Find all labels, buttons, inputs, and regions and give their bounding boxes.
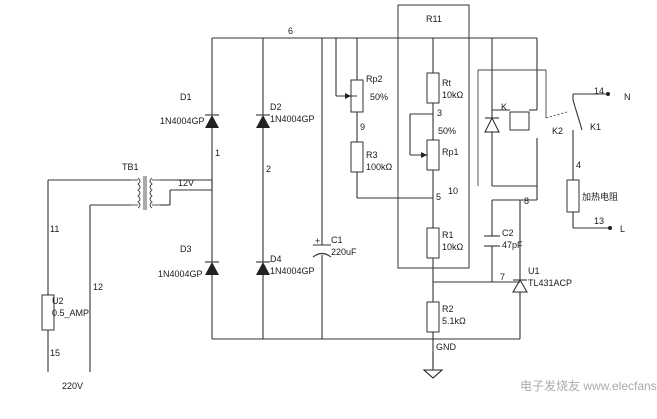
rt-value: 10kΩ <box>442 90 464 100</box>
d2-ref: D2 <box>270 102 282 112</box>
diode-d2-symbol <box>256 114 270 128</box>
net-7: 7 <box>500 272 505 282</box>
net-3: 3 <box>437 108 442 118</box>
r2-ref: R2 <box>442 304 454 314</box>
resistor-r3-symbol <box>350 141 364 173</box>
mains-label: 220V <box>62 381 83 391</box>
net-numbers: 6 1 2 3 9 10 5 8 7 4 14 13 11 12 15 <box>50 26 604 358</box>
gnd-label: GND <box>436 342 457 352</box>
resistor-r1-symbol <box>426 227 440 259</box>
rt-ref: Rt <box>442 78 451 88</box>
ground-icon <box>422 369 444 379</box>
u1-part: TL431ACP <box>528 278 572 288</box>
tb1-ref: TB1 <box>122 162 139 172</box>
net-13: 13 <box>594 216 604 226</box>
d3-part: 1N4004GP <box>158 269 203 279</box>
tb1-secondary: 12V <box>178 178 194 188</box>
r3-value: 100kΩ <box>366 162 393 172</box>
d1-ref: D1 <box>180 92 192 102</box>
terminal-l-label: L <box>620 224 625 234</box>
net-8: 8 <box>524 196 529 206</box>
transformer-tb1-symbol <box>130 176 160 210</box>
diode-d4-symbol <box>256 261 270 275</box>
rp2-wiper-arrow <box>345 93 351 99</box>
net-5: 5 <box>436 192 441 202</box>
pot-rp1-symbol <box>426 139 440 171</box>
d1-part: 1N4004GP <box>160 116 205 126</box>
r3-ref: R3 <box>366 150 378 160</box>
c1-plus: + <box>315 236 320 246</box>
rp2-ref: Rp2 <box>366 74 383 84</box>
u1-ref: U1 <box>528 266 540 276</box>
wiring <box>47 37 608 372</box>
net-10: 10 <box>448 186 458 196</box>
net-15: 15 <box>50 348 60 358</box>
u2-value: 0.5_AMP <box>52 308 89 318</box>
watermark-text: 电子发烧友 www.elecfans.com <box>520 378 657 393</box>
net-4: 4 <box>576 160 581 170</box>
r11-ref: R11 <box>426 14 442 24</box>
d4-ref: D4 <box>270 254 282 264</box>
d3-ref: D3 <box>180 244 192 254</box>
r1-ref: R1 <box>442 230 454 240</box>
d2-part: 1N4004GP <box>270 114 315 124</box>
k2-ref: K2 <box>552 126 563 136</box>
k-ref: K <box>501 102 507 112</box>
terminal-14-icon <box>606 92 610 96</box>
r2-value: 5.1kΩ <box>442 316 466 326</box>
heater-resistor-symbol <box>566 179 580 213</box>
d4-part: 1N4004GP <box>270 266 315 276</box>
net-14: 14 <box>594 86 604 96</box>
diode-d3-symbol <box>205 261 219 275</box>
net-1: 1 <box>215 148 220 158</box>
heater-label: 加热电阻 <box>582 191 618 202</box>
rp2-value: 50% <box>370 92 388 102</box>
c2-ref: C2 <box>502 228 514 238</box>
tl431-u1-symbol <box>512 270 528 293</box>
net-2: 2 <box>266 164 271 174</box>
resistor-rt-symbol <box>426 72 440 104</box>
rp1-ref: Rp1 <box>442 147 459 157</box>
resistor-r2-symbol <box>426 301 440 333</box>
flyback-diode-symbol <box>484 116 500 133</box>
r1-value: 10kΩ <box>442 242 464 252</box>
c1-ref: C1 <box>331 235 343 245</box>
net-9: 9 <box>360 122 365 132</box>
net-11: 11 <box>50 224 59 234</box>
net-6: 6 <box>288 26 293 36</box>
fuse-u2-symbol <box>41 294 55 331</box>
relay-coil-k-symbol <box>509 111 530 131</box>
diode-d1-symbol <box>205 114 219 128</box>
relay-link-arrow <box>477 69 547 186</box>
net-12: 12 <box>93 282 103 292</box>
r11-enclosure <box>397 4 470 269</box>
k1-ref: K1 <box>590 122 601 132</box>
labels: D1 1N4004GP D2 1N4004GP D3 1N4004GP D4 1… <box>52 14 631 391</box>
c2-value: 47pF <box>502 240 523 250</box>
capacitor-c1-symbol <box>312 244 332 258</box>
rp1-value: 50% <box>438 126 456 136</box>
capacitor-c2-symbol <box>484 235 500 247</box>
terminal-13-icon <box>608 226 612 230</box>
u2-ref: U2 <box>52 296 64 306</box>
rp1-wiper-arrow <box>421 152 427 158</box>
terminal-n-label: N <box>624 92 631 102</box>
c1-value: 220uF <box>331 247 357 257</box>
relay-switch-k2-symbol <box>545 99 583 131</box>
